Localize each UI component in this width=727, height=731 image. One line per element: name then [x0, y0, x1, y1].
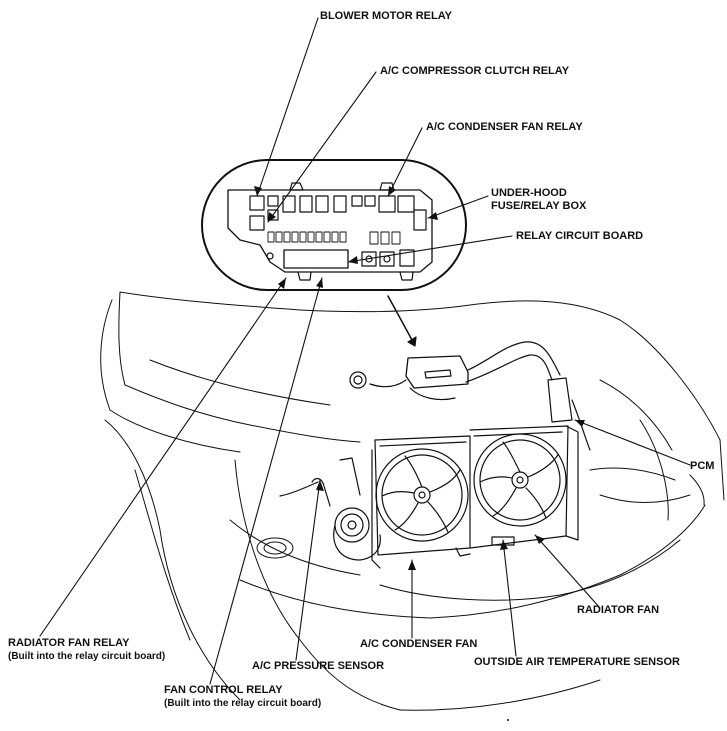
- pcm-harness: [349, 341, 591, 451]
- label-ac-condenser-fan: A/C CONDENSER FAN: [360, 638, 478, 650]
- label-radiator-fan: RADIATOR FAN: [577, 604, 660, 616]
- label-pcm: PCM: [690, 460, 715, 472]
- label-fan-control-relay: FAN CONTROL RELAY: [164, 684, 283, 696]
- label-fan-control-relay-note: (Built into the relay circuit board): [164, 698, 322, 709]
- label-radiator-fan-relay-note: (Built into the relay circuit board): [8, 651, 166, 662]
- label-under-hood-line2: FUSE/RELAY BOX: [491, 200, 587, 212]
- fuse-box-inset: [201, 159, 467, 291]
- leader-lines: [39, 17, 691, 685]
- compressor: [279, 457, 381, 561]
- leader-arrowheads: [254, 186, 585, 570]
- label-relay-circuit-board: RELAY CIRCUIT BOARD: [516, 230, 644, 242]
- label-ac-pressure-sensor: A/C PRESSURE SENSOR: [252, 660, 385, 672]
- label-outside-air-temperature-sensor: OUTSIDE AIR TEMPERATURE SENSOR: [474, 656, 680, 668]
- label-ac-condenser-fan-relay: A/C CONDENSER FAN RELAY: [426, 121, 583, 133]
- label-ac-compressor-clutch-relay: A/C COMPRESSOR CLUTCH RELAY: [380, 65, 570, 77]
- label-blower-motor-relay: BLOWER MOTOR RELAY: [320, 10, 453, 22]
- label-under-hood-line1: UNDER-HOOD: [491, 187, 567, 199]
- fan-assembly: [371, 425, 579, 569]
- dot-mark: [507, 719, 509, 721]
- vehicle-outline: [100, 291, 725, 711]
- location-arrow: [387, 295, 417, 347]
- label-radiator-fan-relay: RADIATOR FAN RELAY: [8, 637, 130, 649]
